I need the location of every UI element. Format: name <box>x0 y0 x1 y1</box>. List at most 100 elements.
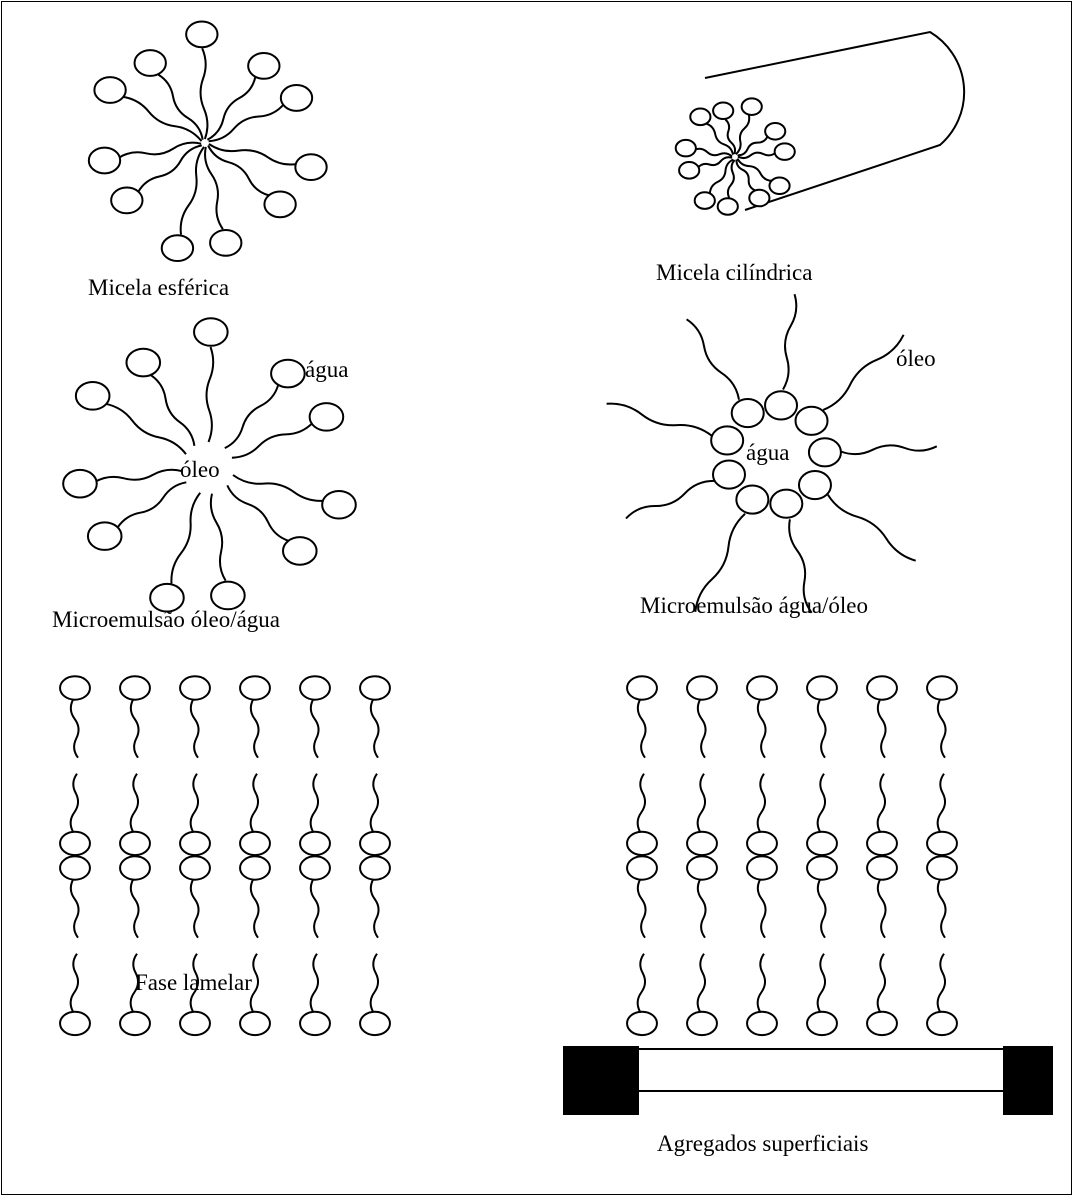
hydrophobic-tail <box>209 104 284 141</box>
polar-head <box>63 470 97 498</box>
hydrophobic-tail <box>171 493 200 584</box>
polar-head <box>627 1012 657 1035</box>
polar-head <box>283 537 317 565</box>
polar-head <box>89 148 120 174</box>
polar-head <box>807 856 837 879</box>
polar-head <box>687 676 717 699</box>
polar-head <box>747 1012 777 1035</box>
polar-head <box>765 123 785 140</box>
hydrophobic-tail <box>638 774 645 832</box>
polar-head <box>186 21 217 47</box>
polar-head <box>111 187 142 213</box>
polar-head <box>322 491 356 519</box>
polar-head <box>747 856 777 879</box>
polar-head <box>240 676 270 699</box>
hydrophobic-tail <box>117 482 186 528</box>
hydrophobic-tail <box>878 700 886 758</box>
hydrophobic-tail <box>131 700 139 758</box>
polar-head <box>867 832 897 855</box>
hydrophobic-tail <box>828 495 916 561</box>
polar-head <box>676 140 696 157</box>
hydrophobic-tail <box>211 494 226 581</box>
hydrophobic-tail <box>878 954 885 1012</box>
polar-head <box>240 832 270 855</box>
hydrophobic-tail <box>626 481 714 519</box>
polar-head <box>264 191 295 217</box>
polar-head <box>796 407 828 435</box>
hydrophobic-tail <box>105 404 186 454</box>
hydrophobic-tail <box>938 700 946 758</box>
polar-head <box>718 198 738 215</box>
hydrophobic-tail <box>371 774 378 832</box>
hydrophobic-tail <box>758 954 765 1012</box>
hydrophobic-tail <box>878 880 886 938</box>
polar-head <box>360 856 390 879</box>
polar-head <box>295 154 326 180</box>
polar-head <box>60 856 90 879</box>
hydrophobic-tail <box>181 147 204 235</box>
polar-head <box>713 461 745 489</box>
polar-head <box>120 1012 150 1035</box>
hydrophobic-tail <box>251 700 259 758</box>
hydrophobic-tail <box>131 880 139 938</box>
hydrophobic-tail <box>138 145 202 192</box>
hydrophobic-tail <box>232 423 313 458</box>
polar-head <box>120 856 150 879</box>
polar-head <box>867 1012 897 1035</box>
polar-head <box>736 486 768 514</box>
hydrophobic-tail <box>371 880 379 938</box>
hydrophobic-tail <box>311 700 319 758</box>
polar-head <box>765 391 797 419</box>
polar-head <box>742 98 762 115</box>
hydrophobic-tail <box>758 774 765 832</box>
surface-left-block <box>563 1046 639 1115</box>
hydrophobic-tail <box>191 700 199 758</box>
hydrophobic-tail <box>251 880 259 938</box>
polar-head <box>927 676 957 699</box>
cylinder-body <box>705 32 964 210</box>
hydrophobic-tail <box>938 954 945 1012</box>
label-surface-aggregates: Agregados superficiais <box>657 1132 868 1155</box>
hydrophobic-tail <box>823 335 903 410</box>
polar-head <box>695 192 715 209</box>
hydrophobic-tail <box>311 880 319 938</box>
hydrophobic-tail <box>758 700 766 758</box>
hydrophobic-tail <box>638 880 646 938</box>
hydrophobic-tail <box>227 485 288 541</box>
hydrophobic-tail <box>728 160 735 198</box>
polar-head <box>713 102 733 119</box>
hydrophobic-tail <box>311 774 318 832</box>
wo-outer-phase-label: óleo <box>896 347 936 370</box>
polar-head <box>240 1012 270 1035</box>
label-ow-microemulsion: Microemulsão óleo/água <box>52 608 280 631</box>
polar-head <box>687 832 717 855</box>
hydrophobic-tail <box>738 136 768 155</box>
polar-head <box>310 403 344 431</box>
hydrophobic-tail <box>783 294 796 389</box>
hydrophobic-tail <box>131 774 138 832</box>
hydrophobic-tail <box>158 75 203 140</box>
polar-head <box>162 235 193 261</box>
label-wo-microemulsion: Microemulsão água/óleo <box>640 594 868 617</box>
polar-head <box>180 676 210 699</box>
hydrophobic-tail <box>638 954 645 1012</box>
polar-head <box>281 85 312 111</box>
hydrophobic-tail <box>207 347 214 442</box>
hydrophobic-tail <box>151 375 194 446</box>
polar-head <box>211 582 245 610</box>
polar-head <box>732 399 764 427</box>
polar-head <box>867 856 897 879</box>
hydrophobic-tail <box>698 700 706 758</box>
polar-head <box>775 143 795 160</box>
polar-head <box>135 50 166 76</box>
ow-outer-phase-label: água <box>305 358 348 381</box>
polar-head <box>749 190 769 207</box>
polar-head <box>60 1012 90 1035</box>
polar-head <box>711 426 743 454</box>
polar-head <box>126 349 160 377</box>
hydrophobic-tail <box>607 404 712 436</box>
wo-inner-phase-label: água <box>746 441 789 464</box>
polar-head <box>271 360 305 388</box>
hydrophobic-tail <box>818 880 826 938</box>
polar-head <box>807 832 837 855</box>
